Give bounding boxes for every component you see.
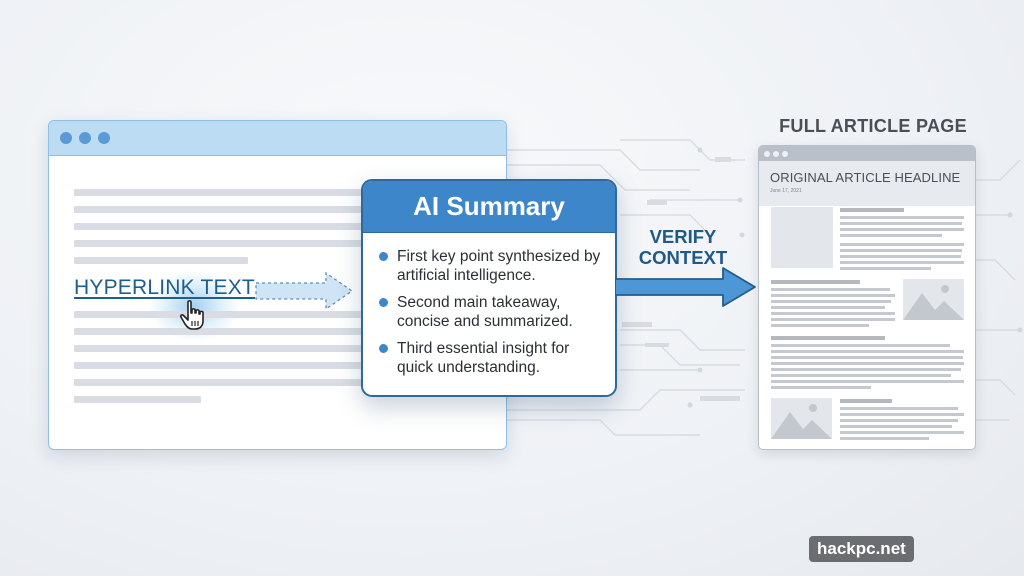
text-line-placeholder [840, 216, 964, 219]
text-line-placeholder [771, 324, 869, 327]
text-line-placeholder [74, 257, 248, 264]
subheading-placeholder [771, 280, 860, 284]
text-line-placeholder [840, 255, 961, 258]
text-line-placeholder [74, 223, 374, 230]
article-browser-window: ORIGINAL ARTICLE HEADLINE June 17, 2021 [758, 145, 976, 450]
summary-point: First key point synthesized by artificia… [377, 247, 605, 285]
bullet-icon [379, 344, 388, 353]
text-line-placeholder [840, 407, 958, 410]
text-line-placeholder [771, 362, 964, 365]
text-line-placeholder [771, 344, 950, 347]
text-line-placeholder [74, 362, 374, 369]
text-line-placeholder [840, 413, 964, 416]
text-line-placeholder [74, 345, 374, 352]
summary-point-text: First key point synthesized by artificia… [397, 248, 601, 284]
verify-label-line: CONTEXT [638, 247, 728, 268]
watermark: hackpc.net [809, 536, 914, 562]
article-headline: ORIGINAL ARTICLE HEADLINE [770, 170, 961, 185]
text-line-placeholder [840, 425, 952, 428]
article-date: June 17, 2021 [770, 188, 802, 194]
landscape-image-icon [903, 279, 964, 320]
hyperlink[interactable]: HYPERLINK TEXT [74, 276, 255, 299]
text-line-placeholder [74, 379, 374, 386]
window-dot-icon [98, 132, 110, 144]
text-line-placeholder [74, 206, 374, 213]
text-line-placeholder [74, 311, 374, 318]
text-line-placeholder [771, 312, 895, 315]
summary-point-text: Third essential insight for quick unders… [397, 340, 570, 376]
window-dot-icon [773, 150, 779, 157]
summary-points-list: First key point synthesized by artificia… [363, 233, 615, 377]
text-line-placeholder [840, 243, 964, 246]
text-line-placeholder [771, 350, 964, 353]
text-line-placeholder [771, 356, 963, 359]
text-line-placeholder [771, 386, 871, 389]
article-header: ORIGINAL ARTICLE HEADLINE June 17, 2021 [759, 161, 975, 206]
text-line-placeholder [840, 431, 964, 434]
summary-point-text: Second main takeaway, concise and summar… [397, 294, 573, 330]
text-line-placeholder [771, 288, 890, 291]
text-line-placeholder [74, 240, 374, 247]
browser-titlebar [49, 121, 506, 156]
window-dot-icon [60, 132, 72, 144]
text-line-placeholder [840, 249, 962, 252]
ai-summary-title: AI Summary [363, 181, 615, 233]
text-line-placeholder [771, 306, 885, 309]
text-line-placeholder [771, 380, 964, 383]
full-article-label: FULL ARTICLE PAGE [779, 116, 967, 136]
text-line-placeholder [840, 267, 931, 270]
text-line-placeholder [840, 419, 958, 422]
text-line-placeholder [840, 234, 942, 237]
bullet-icon [379, 298, 388, 307]
hand-pointer-icon [179, 300, 204, 330]
text-line-placeholder [771, 294, 895, 297]
dashed-arrow-icon [255, 271, 354, 311]
text-line-placeholder [840, 228, 964, 231]
image-placeholder [771, 207, 833, 268]
window-dot-icon [79, 132, 91, 144]
landscape-image-icon [771, 398, 832, 439]
summary-point: Third essential insight for quick unders… [377, 339, 605, 377]
bullet-icon [379, 252, 388, 261]
text-line-placeholder [74, 328, 374, 335]
subheading-placeholder [840, 399, 892, 403]
article-titlebar [759, 146, 975, 161]
text-line-placeholder [74, 396, 201, 403]
subheading-placeholder [771, 336, 885, 340]
window-dot-icon [782, 150, 788, 157]
text-line-placeholder [771, 374, 951, 377]
text-line-placeholder [771, 368, 961, 371]
text-line-placeholder [74, 189, 374, 196]
text-line-placeholder [840, 222, 962, 225]
right-arrow-icon [615, 267, 756, 307]
summary-point: Second main takeaway, concise and summar… [377, 293, 605, 331]
ai-summary-card: AI Summary First key point synthesized b… [361, 179, 617, 397]
text-line-placeholder [771, 318, 895, 321]
text-line-placeholder [771, 300, 891, 303]
verify-context-label: VERIFY CONTEXT [628, 226, 738, 268]
subheading-placeholder [840, 208, 904, 212]
window-dot-icon [764, 150, 770, 157]
verify-label-line: VERIFY [649, 226, 717, 247]
text-line-placeholder [840, 261, 964, 264]
text-line-placeholder [840, 437, 929, 440]
